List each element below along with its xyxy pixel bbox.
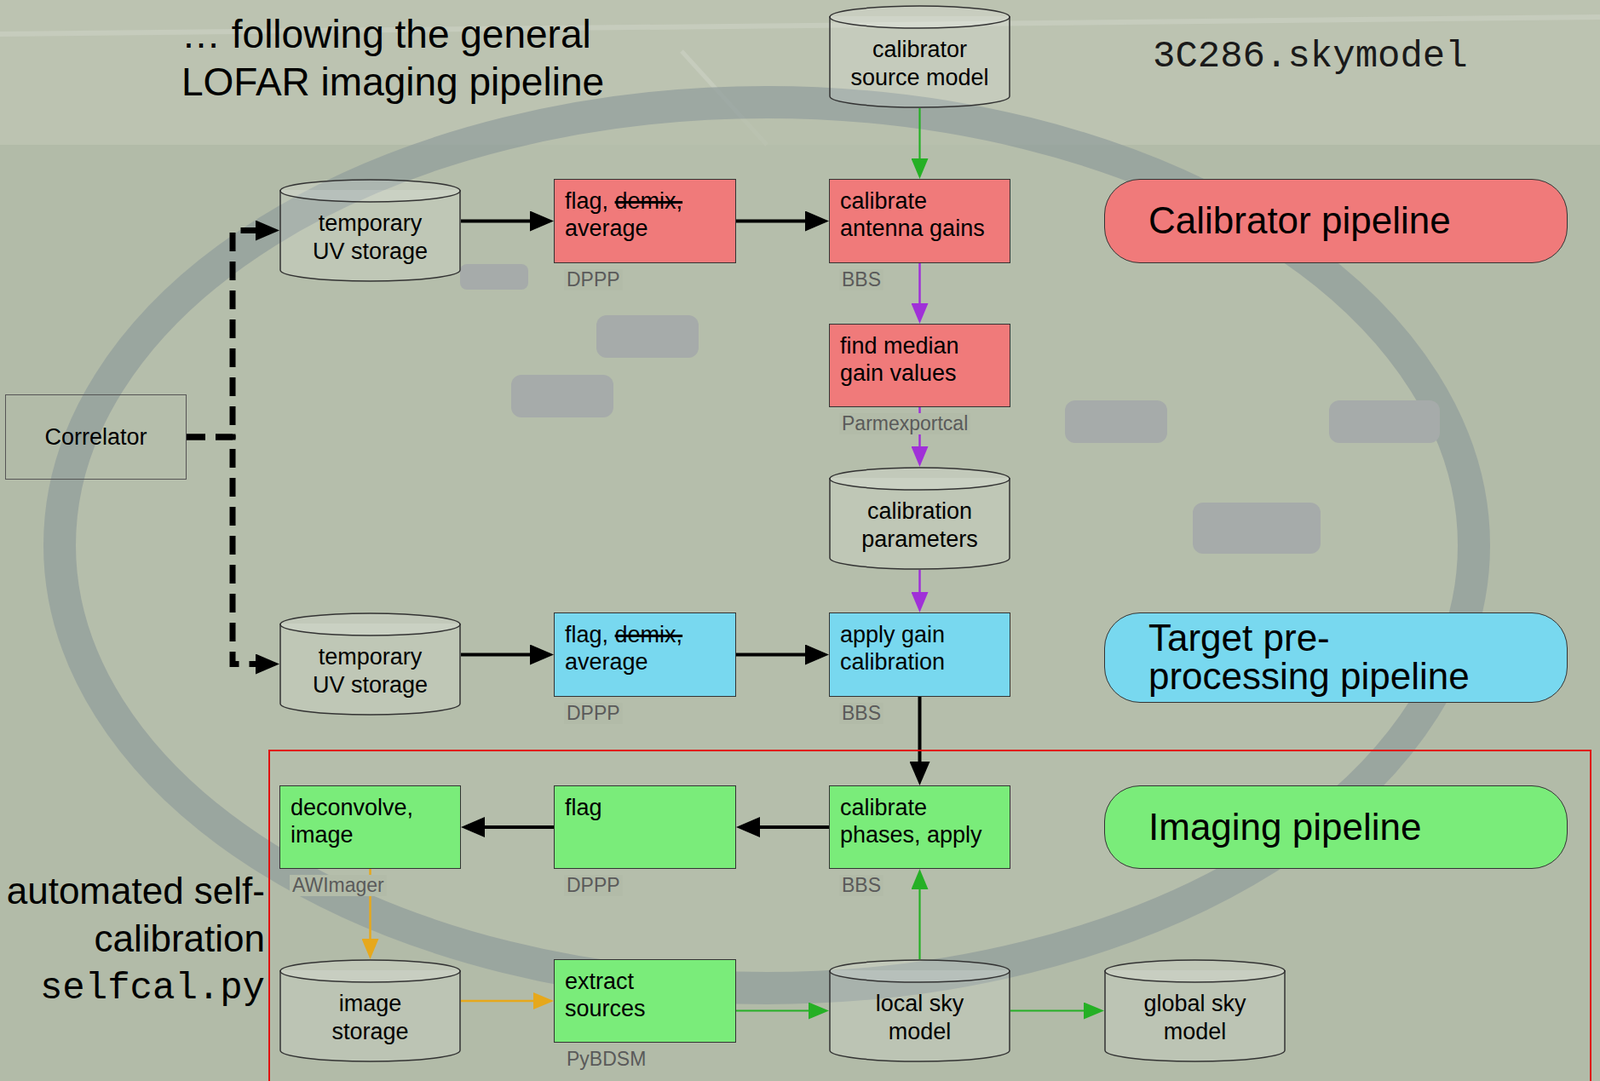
cylinder-body	[829, 16, 1010, 108]
pipeline-label: Target pre-processing pipeline	[1104, 612, 1568, 703]
file-name-label: 3C286.skymodel	[1152, 34, 1468, 80]
box-text: flag	[554, 786, 714, 822]
diagram-title: … following the general LOFAR imaging pi…	[181, 10, 625, 106]
process-box: flagDPPP	[553, 785, 737, 870]
cylinder-top	[280, 960, 461, 983]
tool-name: PyBDSM	[564, 1048, 649, 1071]
antenna-field	[1329, 400, 1440, 444]
cylinder-top	[829, 960, 1010, 983]
connector	[736, 1009, 821, 1012]
connector	[186, 230, 271, 438]
tool-name: BBS	[839, 702, 884, 725]
process-box: calibrate phases, applyBBS	[828, 785, 1011, 870]
connector	[736, 653, 821, 657]
box-text: extract sources	[554, 960, 714, 1024]
box-text: deconvolve, image	[280, 786, 440, 850]
process-box: apply gain calibrationBBS	[828, 612, 1011, 697]
cylinder-body	[829, 477, 1010, 570]
box-text: calibrate phases, apply	[829, 786, 990, 850]
pipeline-label: Imaging pipeline	[1104, 785, 1568, 870]
word: average	[564, 649, 649, 675]
cylinder-body	[829, 970, 1010, 1062]
region-heading: automated self-calibrationselfcal.py	[5, 867, 265, 1014]
source-box: Correlator	[5, 394, 187, 480]
pipeline-region: automated self-calibrationselfcal.pydeco…	[268, 749, 1592, 1081]
box-text: find median gain values	[829, 324, 990, 388]
storage-text: calibration parameters	[849, 497, 990, 553]
tool-name: BBS	[839, 874, 884, 897]
process-box: deconvolve, imageAWImager	[279, 785, 461, 870]
antenna-field	[1192, 502, 1321, 554]
cylinder-top	[1105, 960, 1285, 983]
cylinder-body	[1105, 970, 1285, 1062]
word: flag,	[564, 188, 609, 214]
tool-name: DPPP	[564, 874, 623, 897]
storage-cylinder: temporary UV storage	[279, 178, 461, 283]
connector	[460, 219, 546, 224]
struck-word: demix,	[615, 188, 684, 214]
cylinder-body	[280, 189, 461, 282]
storage-text: global sky model	[1124, 989, 1266, 1046]
connector	[918, 877, 921, 960]
pipeline-name: Calibrator pipeline	[1148, 201, 1490, 241]
storage-cylinder: image storage	[279, 959, 461, 1063]
process-box: extract sourcesPyBDSM	[553, 959, 737, 1043]
storage-cylinder: calibration parameters	[828, 466, 1011, 570]
process-box: calibrate antenna gainsBBS	[828, 178, 1011, 264]
connector	[460, 653, 546, 657]
connector	[736, 219, 821, 224]
storage-text: temporary UV storage	[299, 209, 441, 265]
box-text: calibrate antenna gains	[829, 179, 990, 243]
connector	[918, 696, 922, 777]
script-name: selfcal.py	[5, 962, 265, 1014]
box-text: flag, demix, average	[554, 179, 714, 243]
storage-text: calibrator source model	[849, 35, 990, 92]
pipeline-name: Target pre-processing pipeline	[1148, 619, 1490, 697]
word: flag,	[564, 621, 609, 648]
box-text: flag, demix, average	[554, 613, 714, 677]
connector	[918, 108, 921, 171]
connector	[460, 1000, 546, 1003]
cylinder-top	[829, 5, 1010, 29]
pipeline-label: Calibrator pipeline	[1104, 178, 1568, 264]
box-text: Correlator	[44, 423, 147, 451]
cylinder-body	[280, 970, 461, 1062]
antenna-field	[511, 374, 614, 418]
antenna-field	[1064, 400, 1168, 444]
antenna-field	[596, 315, 699, 358]
tool-name: AWImager	[289, 874, 387, 897]
process-box: flag, demix, averageDPPP	[553, 612, 737, 697]
process-box: find median gain valuesParmexportcal	[828, 323, 1011, 408]
connector	[744, 825, 829, 829]
word: average	[564, 215, 649, 242]
storage-text: local sky model	[849, 989, 990, 1046]
storage-cylinder: temporary UV storage	[279, 612, 461, 716]
process-box: flag, demix, averageDPPP	[553, 178, 737, 264]
connector	[1010, 1009, 1096, 1012]
tool-name: Parmexportcal	[839, 413, 971, 435]
cylinder-top	[280, 613, 461, 636]
tool-name: DPPP	[564, 702, 623, 725]
antenna-field	[460, 264, 529, 290]
storage-cylinder: calibrator source model	[828, 5, 1011, 109]
tool-name: DPPP	[564, 269, 623, 291]
region-title: automated self-calibration	[5, 867, 265, 963]
connector	[469, 825, 554, 829]
storage-cylinder: local sky model	[828, 959, 1011, 1063]
pipeline-name: Imaging pipeline	[1148, 808, 1490, 847]
connector	[918, 569, 921, 605]
storage-text: temporary UV storage	[299, 643, 441, 699]
connector	[918, 263, 921, 316]
storage-cylinder: global sky model	[1104, 959, 1286, 1063]
cylinder-top	[280, 179, 461, 202]
cylinder-body	[280, 623, 461, 715]
struck-word: demix,	[615, 621, 684, 648]
tool-name: BBS	[839, 269, 884, 291]
storage-text: image storage	[299, 989, 441, 1046]
box-text: apply gain calibration	[829, 613, 990, 677]
connector	[186, 437, 271, 665]
cylinder-top	[829, 467, 1010, 490]
